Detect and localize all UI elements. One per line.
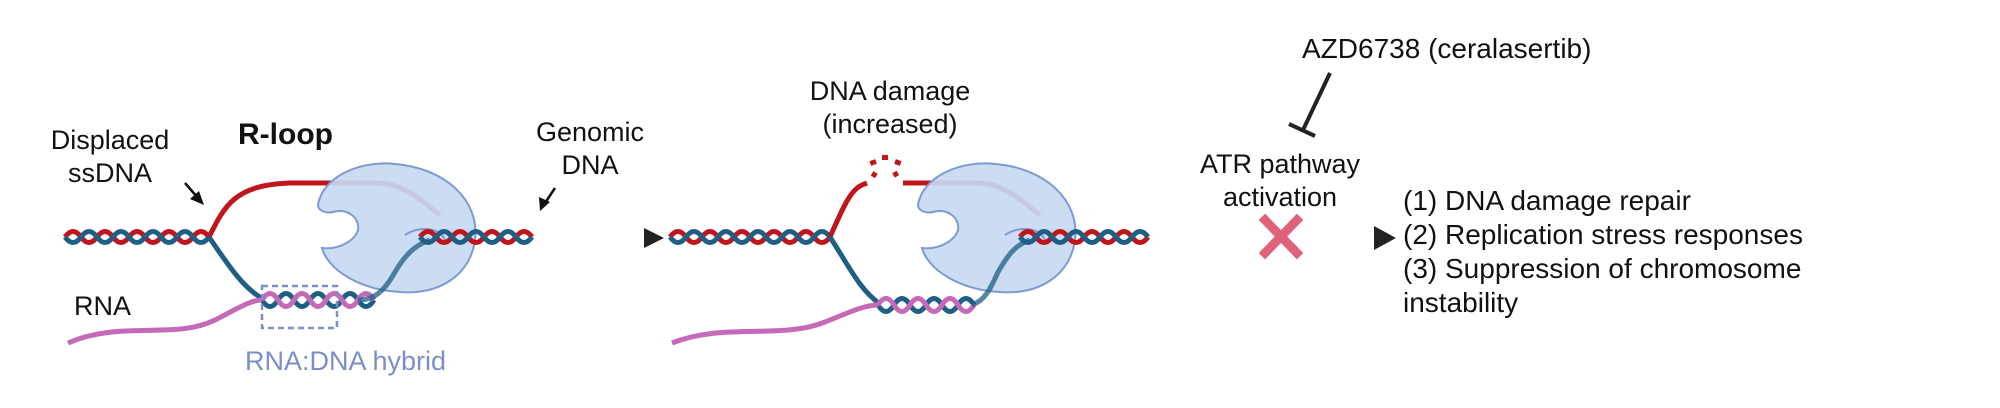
outcome-item: (3) Suppression of chromosome <box>1403 253 1802 284</box>
genomic-dna-pointer <box>539 187 557 211</box>
process-arrow-1 <box>596 228 664 248</box>
rna-dna-hybrid-label: RNA:DNA hybrid <box>245 346 447 376</box>
p2-right-dna-strand-blue <box>1017 229 1151 245</box>
p2-template-dna-strand <box>827 235 882 307</box>
rna-polymerase <box>316 162 477 294</box>
inhibition-arrow <box>1288 72 1332 138</box>
atr-pathway-label-line1: ATR pathway <box>1199 149 1361 179</box>
template-dna-strand <box>206 235 267 303</box>
outcome-item: (2) Replication stress responses <box>1403 219 1803 250</box>
dna-damage-label: DNA damage (increased) <box>780 75 1000 141</box>
p2-left-dna-strand-blue <box>667 229 833 245</box>
genomic-dna-label-line2: DNA <box>561 150 619 180</box>
rna-dna-hybrid-box <box>260 284 339 330</box>
r-loop-title: R-loop <box>238 118 333 151</box>
hybrid-rna-strand <box>259 291 377 309</box>
dna-damage-label-line2: (increased) <box>822 109 958 139</box>
displaced-ssdna-label-line2: ssDNA <box>67 158 152 188</box>
blocked-cross-icon <box>1258 213 1304 260</box>
genomic-dna-label: Genomic DNA <box>520 116 660 182</box>
r-loop-panel <box>62 162 557 346</box>
dna-damage-panel <box>667 155 1151 346</box>
genomic-dna-label-line1: Genomic <box>535 117 645 147</box>
dna-damage-break-icon <box>869 155 902 179</box>
p2-hybrid-rna-strand <box>875 296 977 314</box>
right-dna-strand-blue <box>417 229 535 245</box>
outcome-item: (1) DNA damage repair <box>1403 185 1691 216</box>
outcome-item: instability <box>1403 287 1519 318</box>
rna-label: RNA <box>74 291 132 321</box>
left-dna-strand-blue <box>62 229 212 245</box>
template-strand-through-polymerase <box>357 237 431 303</box>
p2-rna-strand <box>671 302 879 346</box>
displaced-ssdna-pointer <box>184 182 204 205</box>
displaced-ssdna-label-line1: Displaced <box>50 125 170 155</box>
left-dna-strand-red <box>62 229 212 245</box>
p2-rna-polymerase <box>916 162 1077 294</box>
rna-strand <box>66 297 263 346</box>
p2-broken-ssdna-left <box>827 180 868 239</box>
p2-template-through-polymerase <box>970 237 1031 308</box>
atr-outcomes-list: (1) DNA damage repair (2) Replication st… <box>1403 184 1803 320</box>
displaced-ssdna-label: Displaced ssDNA <box>40 124 180 190</box>
atr-pathway-label: ATR pathway activation <box>1170 148 1390 214</box>
dna-damage-label-line1: DNA damage <box>809 76 971 106</box>
atr-pathway-label-line2: activation <box>1222 182 1338 212</box>
inhibitor-label: AZD6738 (ceralasertib) <box>1302 33 1592 64</box>
